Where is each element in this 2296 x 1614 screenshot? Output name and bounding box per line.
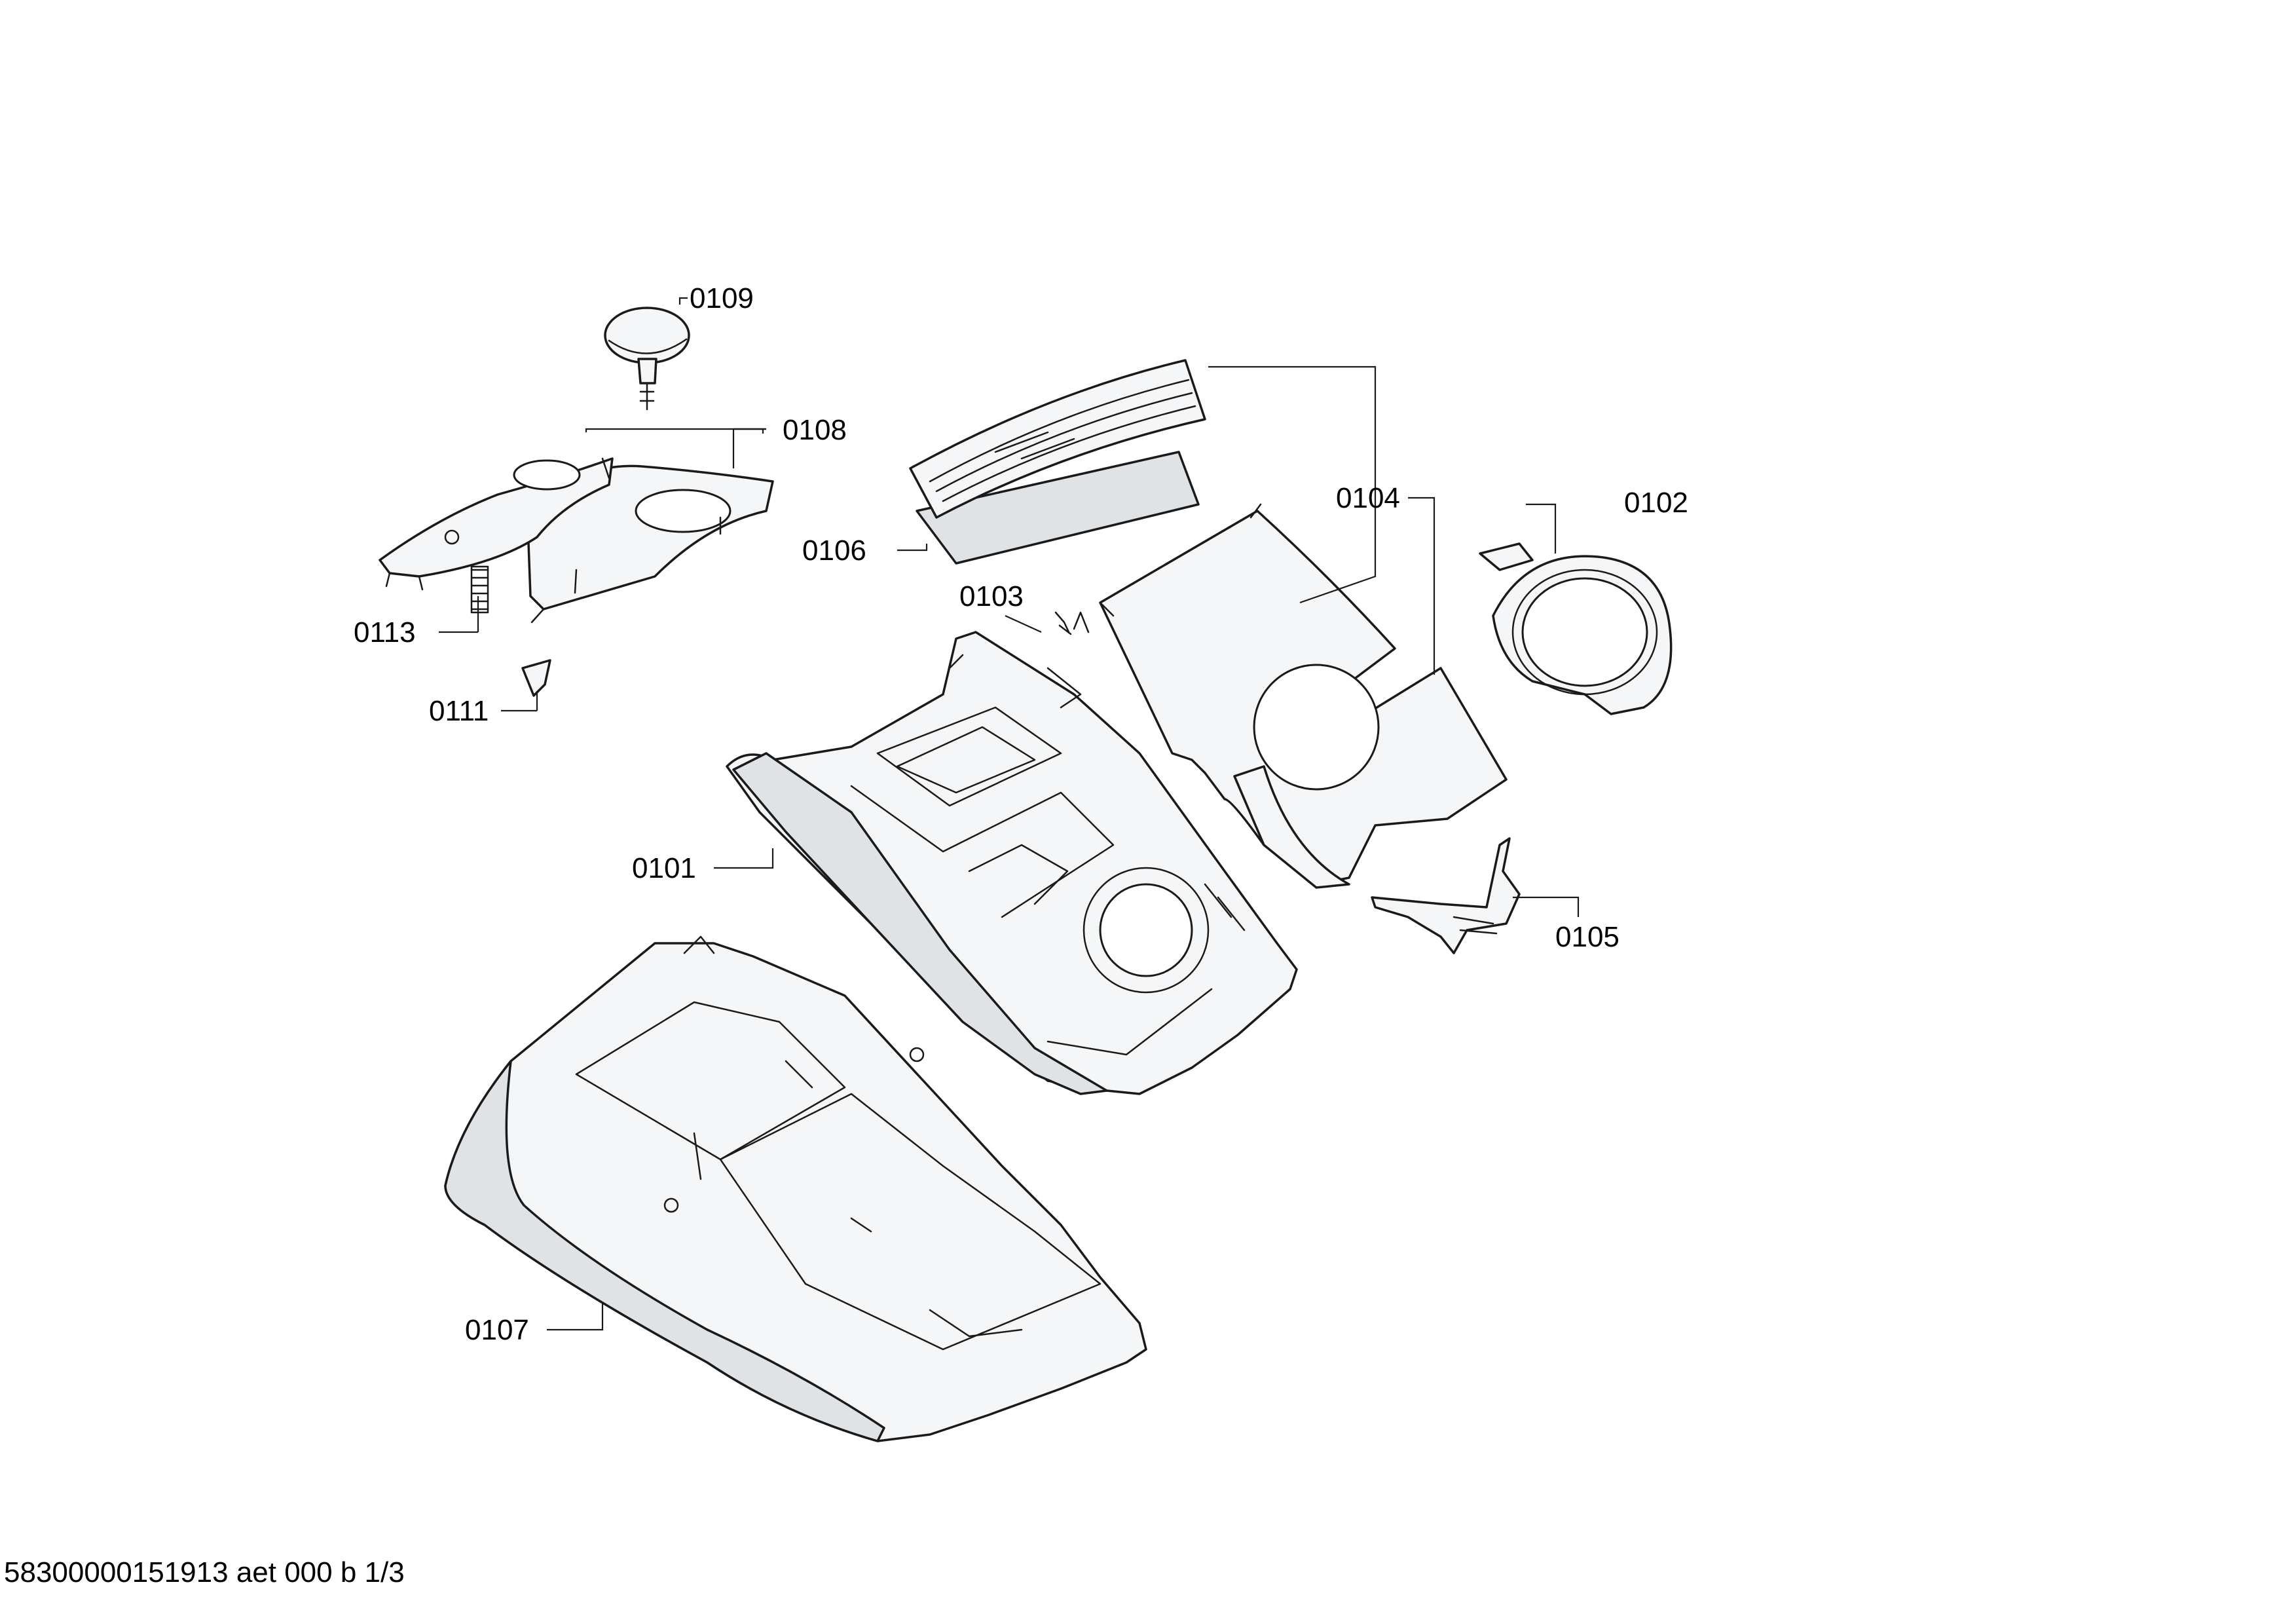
part-0105-bracket[interactable] bbox=[1371, 837, 1521, 954]
leader-lines bbox=[439, 297, 1580, 1331]
spring-icon bbox=[470, 565, 489, 614]
part-0108-handle-upper[interactable] bbox=[526, 464, 774, 624]
callout-0108: 0108 bbox=[783, 414, 847, 446]
callout-0106: 0106 bbox=[802, 535, 866, 567]
callout-0113: 0113 bbox=[354, 616, 416, 648]
callout-0101: 0101 bbox=[632, 852, 696, 884]
callout-labels: 0109 0108 0113 0111 0106 0103 0104 0102 … bbox=[354, 282, 1688, 1346]
part-0113-handle-lower[interactable] bbox=[379, 457, 614, 591]
part-0106-filter-grille[interactable] bbox=[909, 359, 1206, 565]
part-0109-knob[interactable] bbox=[604, 307, 690, 411]
part-0102-ring[interactable] bbox=[1479, 542, 1673, 715]
callout-0111: 0111 bbox=[429, 695, 489, 727]
part-0111-clip[interactable] bbox=[521, 659, 551, 697]
drawing-code: 58300000151913 aet 000 b 1/3 bbox=[4, 1556, 405, 1588]
part-0107-base-housing[interactable] bbox=[444, 935, 1147, 1442]
callout-0105: 0105 bbox=[1555, 921, 1620, 953]
callout-0107: 0107 bbox=[465, 1314, 529, 1346]
callout-0109: 0109 bbox=[690, 282, 754, 314]
callout-0104: 0104 bbox=[1336, 482, 1400, 514]
part-0104-cover-plate[interactable] bbox=[1099, 503, 1508, 889]
part-0101-upper-housing[interactable] bbox=[726, 631, 1298, 1095]
part-0103-spring-clip[interactable] bbox=[1054, 611, 1090, 635]
callout-0103: 0103 bbox=[959, 580, 1024, 612]
callout-0102: 0102 bbox=[1624, 487, 1688, 519]
